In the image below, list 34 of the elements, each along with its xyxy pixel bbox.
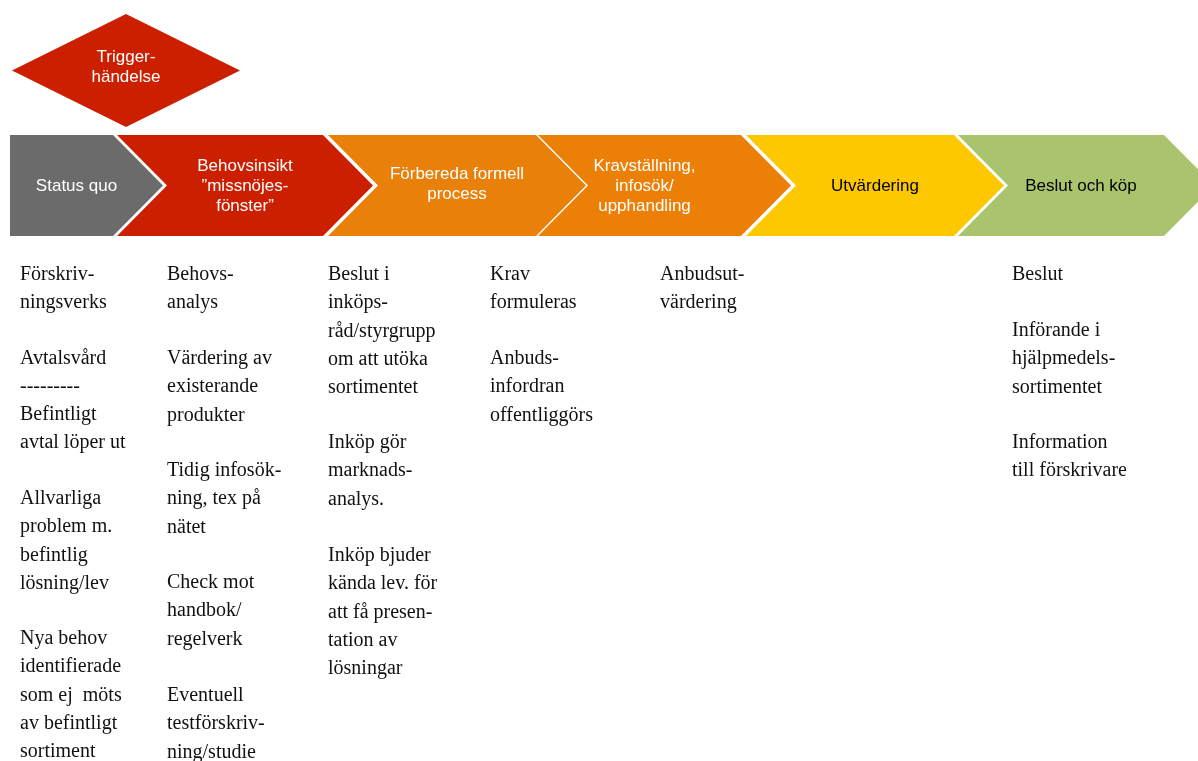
activity-note: Förskriv- ningsverks [20, 261, 108, 315]
step-label: Förbereda formell process [388, 163, 526, 204]
activity-note: Införande i hjälpmedels- sortimentet [1012, 317, 1117, 399]
process-step [328, 135, 586, 236]
activity-note: Anbudsut- värdering [660, 261, 746, 315]
activity-note: Beslut i inköps- råd/styrgrupp om att utöka sortimentet [328, 261, 437, 400]
activity-note: Avtalsvård [20, 345, 108, 370]
activity-note: Beslut [1012, 261, 1065, 286]
activity-note: Allvarliga problem m. befintlig lösning/lev [20, 485, 114, 596]
step-label: Status quo [34, 175, 119, 196]
step-label: Behovsinsikt ”missnöjes- fönster” [196, 155, 294, 216]
activity-note: Inköp gör marknads- analys. [328, 429, 414, 512]
activity-note: Värdering av existerande produkter [167, 345, 273, 428]
trigger-diamond [12, 14, 240, 127]
activity-note: --------- [20, 373, 81, 398]
step-label: Trigger- händelse [90, 46, 162, 87]
process-step [117, 135, 373, 236]
process-step [958, 135, 1198, 236]
process-step [746, 135, 1004, 236]
activity-note: Inköp bjuder kända lev. för att få presen- tation av lösningar [328, 542, 439, 681]
activity-note: Krav formuleras [490, 261, 578, 315]
process-step [10, 135, 163, 236]
activity-note: Eventuell testförskriv- ning/studie [167, 682, 266, 761]
activity-note: Anbuds- infordran offentliggörs [490, 345, 594, 428]
activity-note: Nya behov identifierade som ej möts av befintligt sortiment [20, 625, 123, 761]
activity-note: Check mot handbok/ regelverk [167, 569, 256, 652]
step-label: Kravställning, infosök/ upphandling [592, 155, 697, 216]
step-label: Beslut och köp [1024, 175, 1138, 196]
process-step [538, 135, 791, 236]
activity-note: Befintligt avtal löper ut [20, 401, 127, 455]
step-label: Utvärdering [830, 175, 920, 196]
activity-note: Tidig infosök- ning, tex på nätet [167, 457, 283, 539]
activity-note: Information till förskrivare [1012, 429, 1127, 483]
activity-note: Behovs- analys [167, 261, 235, 315]
